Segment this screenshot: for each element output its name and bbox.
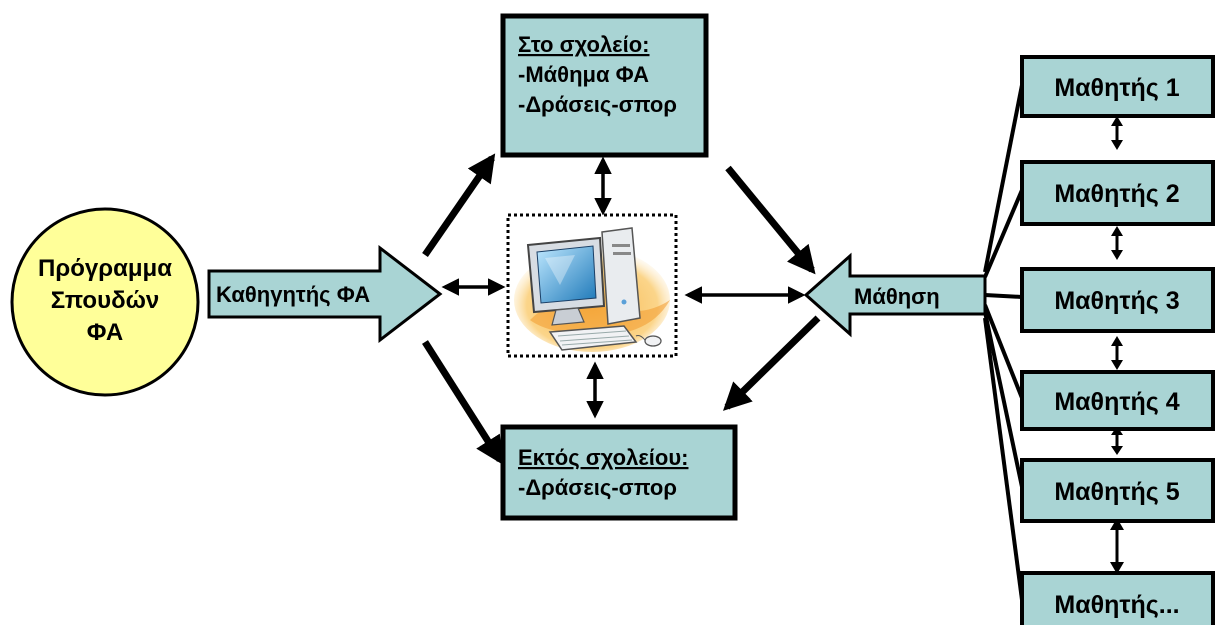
student-box-1: Μαθητής 1	[1020, 55, 1215, 118]
outside-heading: Εκτός σχολείου:	[518, 445, 688, 470]
arrow-teacher-to-outside	[422, 340, 504, 465]
school-box: Στο σχολείο: -Μάθημα ΦΑ -Δράσεις-σπορ	[500, 13, 709, 158]
arrow-teacher-to-school	[422, 153, 496, 257]
student-link-1-2	[1111, 116, 1123, 150]
student-connectors	[983, 84, 1024, 601]
student-box-2: Μαθητής 2	[1020, 160, 1215, 226]
student-box-4: Μαθητής 4	[1020, 370, 1215, 431]
student-box-3: Μαθητής 3	[1020, 267, 1215, 333]
arrow-school-to-learning	[725, 165, 816, 275]
student-label-1: Μαθητής 1	[1054, 74, 1179, 102]
student-box-more: Μαθητής...	[1020, 571, 1215, 625]
student-link-4-5	[1111, 426, 1123, 455]
arrow-learning-to-outside	[722, 315, 821, 411]
student-label-2: Μαθητής 2	[1054, 180, 1179, 208]
program-line-1: Πρόγραμμα	[38, 255, 172, 282]
program-of-studies-node: Πρόγραμμα Σπουδών ΦΑ	[10, 207, 200, 397]
teacher-label: Καθηγητής ΦΑ	[216, 282, 370, 307]
student-label-3: Μαθητής 3	[1054, 287, 1179, 315]
learning-arrow-node: Μάθηση	[803, 252, 987, 338]
school-heading: Στο σχολείο:	[518, 32, 650, 57]
student-label-5: Μαθητής 5	[1054, 478, 1179, 506]
school-item-lesson: -Μάθημα ΦΑ	[518, 62, 649, 87]
learning-label: Μάθηση	[854, 284, 940, 309]
outside-item-activities: -Δράσεις-σπορ	[518, 475, 677, 500]
student-label-4: Μαθητής 4	[1054, 388, 1179, 416]
student-label-more: Μαθητής...	[1054, 591, 1179, 619]
computer-icon	[506, 213, 678, 358]
student-links	[1110, 116, 1124, 574]
student-link-2-3	[1111, 226, 1123, 260]
program-line-3: ΦΑ	[87, 319, 123, 346]
teacher-arrow-node: Καθηγητής ΦΑ	[207, 244, 443, 344]
school-item-activities: -Δράσεις-σπορ	[518, 92, 677, 117]
connector-arrows	[422, 153, 821, 465]
student-link-3-4	[1111, 336, 1123, 370]
student-list: Μαθητής 1 Μαθητής 2 Μαθητής 3 Μαθητής 4 …	[1020, 55, 1215, 625]
outside-school-box: Εκτός σχολείου: -Δράσεις-σπορ	[500, 424, 738, 521]
student-link-5-more	[1110, 518, 1124, 574]
student-box-5: Μαθητής 5	[1020, 458, 1215, 523]
program-line-2: Σπουδών	[51, 287, 160, 314]
